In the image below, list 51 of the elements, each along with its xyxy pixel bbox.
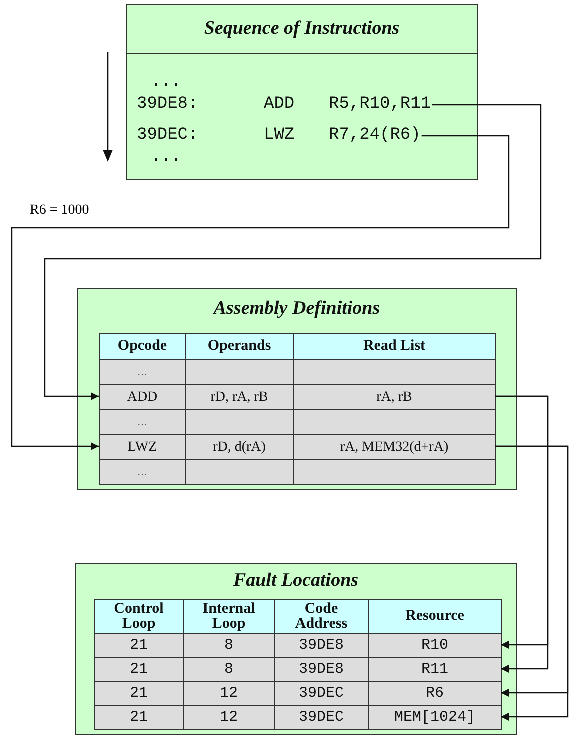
table-cell: … <box>99 459 186 485</box>
panel-title: Sequence of Instructions <box>127 5 477 54</box>
table-cell: 21 <box>94 657 184 682</box>
table-row <box>94 633 501 657</box>
table-cell: rA, MEM32(d+rA) <box>293 434 496 460</box>
opcode-text: ADD <box>264 95 296 115</box>
table-row <box>99 459 495 484</box>
header-cell: Internal Loop <box>183 599 275 634</box>
table-cell: … <box>99 409 186 435</box>
table-cell: 12 <box>183 705 275 730</box>
arrow <box>44 104 542 400</box>
table-cell: R6 <box>368 681 502 706</box>
header-cell: Read List <box>293 333 496 360</box>
table-row <box>99 409 495 434</box>
arrow <box>11 135 510 450</box>
header-cell: Opcode <box>99 333 186 360</box>
header-cell: Control Loop <box>94 599 184 634</box>
panel-card <box>75 563 517 735</box>
ellipsis-text: ... <box>151 73 182 93</box>
table-cell: MEM[1024] <box>368 705 502 730</box>
table-cell: 21 <box>94 681 184 706</box>
instruction-address: 39DEC: <box>137 126 200 146</box>
header-cell: Resource <box>368 599 502 634</box>
table-cell: 39DEC <box>274 705 369 730</box>
table-row <box>94 681 501 705</box>
header-cell: Operands <box>185 333 294 360</box>
table-row <box>99 384 495 409</box>
table-header-row <box>94 599 501 633</box>
table-cell: R11 <box>368 657 502 682</box>
table-cell: rA, rB <box>293 384 496 410</box>
panel-title: Assembly Definitions <box>212 297 382 321</box>
opcode-text: LWZ <box>264 126 296 146</box>
ellipsis-text: ... <box>151 148 182 168</box>
panel-title: Fault Locations <box>232 569 360 593</box>
table-cell: R10 <box>368 633 502 658</box>
table-cell: … <box>99 359 186 385</box>
table-row <box>99 434 495 459</box>
table-row <box>94 657 501 681</box>
operand-text: R7,24(R6) <box>329 126 421 146</box>
operand-text: R5,R10,R11 <box>329 95 432 115</box>
table-cell: 21 <box>94 705 184 730</box>
instruction-address: 39DE8: <box>137 95 200 115</box>
table-header-row <box>99 333 495 359</box>
table-row <box>94 705 501 729</box>
table-cell: LWZ <box>99 434 186 460</box>
table-cell: ADD <box>99 384 186 410</box>
table-cell: 21 <box>94 633 184 658</box>
panel-card <box>77 288 517 490</box>
table-row <box>99 359 495 384</box>
header-cell: Code Address <box>274 599 369 634</box>
panel-card <box>126 4 478 180</box>
